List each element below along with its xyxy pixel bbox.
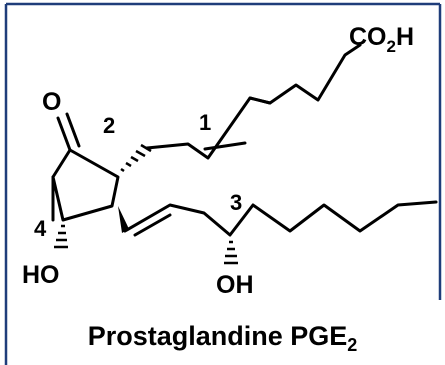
caption-subscript: 2 bbox=[347, 335, 358, 355]
locant-4: 4 bbox=[34, 216, 47, 241]
ketone-oxygen-label: O bbox=[42, 88, 61, 116]
hashed-wedge-c4 bbox=[54, 224, 68, 249]
caption-main: Prostaglandine PGE bbox=[87, 321, 348, 351]
locant-2: 2 bbox=[103, 113, 115, 138]
alpha-chain bbox=[145, 43, 362, 160]
carboxyl-label: CO2H bbox=[349, 23, 414, 56]
bold-wedge-c1 bbox=[118, 206, 129, 233]
locant-1: 1 bbox=[199, 110, 211, 135]
ketone-double-bond bbox=[56, 112, 81, 152]
frame-border bbox=[4, 2, 442, 365]
locant-3: 3 bbox=[230, 190, 242, 215]
omega-chain bbox=[123, 200, 438, 237]
ring-hydroxyl-label: HO bbox=[22, 261, 60, 289]
cyclopentane-ring bbox=[51, 148, 120, 222]
chain-hydroxyl-label: OH bbox=[216, 271, 254, 299]
hashed-wedge-c3 bbox=[224, 240, 238, 265]
ring-bonds bbox=[51, 148, 120, 222]
caption-title: Prostaglandine PGE2 bbox=[0, 318, 445, 354]
